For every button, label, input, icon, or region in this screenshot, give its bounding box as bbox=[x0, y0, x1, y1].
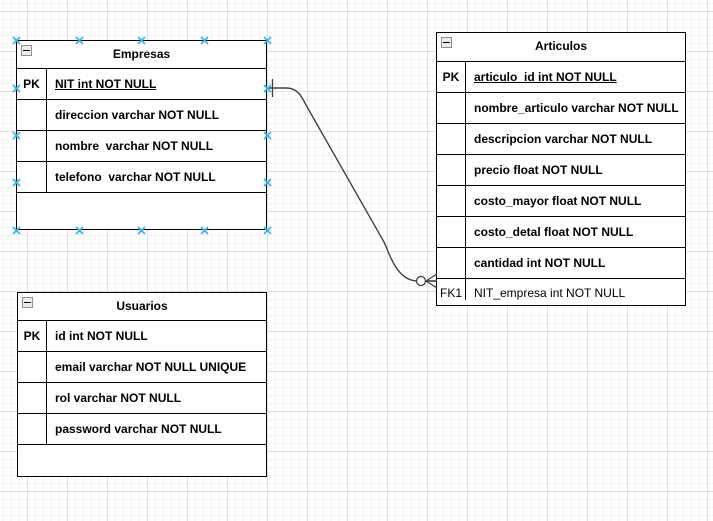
minus-glyph bbox=[443, 42, 450, 43]
connection-point-icon[interactable] bbox=[12, 131, 21, 140]
key-cell bbox=[18, 352, 47, 382]
key-cell bbox=[437, 186, 466, 216]
table-row[interactable]: email varchar NOT NULL UNIQUE bbox=[18, 352, 266, 383]
table-empty-area bbox=[18, 445, 266, 476]
connection-point-icon[interactable] bbox=[75, 36, 84, 45]
table-header-articulos[interactable]: Articulos bbox=[437, 33, 685, 62]
table-title: Articulos bbox=[534, 39, 587, 53]
column-cell: NIT int NOT NULL bbox=[55, 77, 157, 91]
key-cell bbox=[17, 162, 47, 192]
table-header-empresas[interactable]: Empresas bbox=[17, 41, 266, 69]
connection-point-icon[interactable] bbox=[200, 226, 209, 235]
column-cell: nombre varchar NOT NULL bbox=[55, 139, 214, 153]
key-cell bbox=[18, 414, 47, 444]
key-cell: PK bbox=[437, 62, 466, 92]
table-row[interactable]: PK articulo_id int NOT NULL bbox=[437, 62, 685, 93]
collapse-icon[interactable] bbox=[22, 297, 33, 308]
table-row[interactable]: costo_mayor float NOT NULL bbox=[437, 186, 685, 217]
connection-point-icon[interactable] bbox=[12, 178, 21, 187]
column-cell: id int NOT NULL bbox=[55, 329, 148, 343]
table-row[interactable]: rol varchar NOT NULL bbox=[18, 383, 266, 414]
column-cell: costo_detal float NOT NULL bbox=[474, 225, 634, 239]
table-title: Usuarios bbox=[116, 299, 168, 313]
column-cell: costo_mayor float NOT NULL bbox=[474, 194, 642, 208]
table-row[interactable]: nombre_articulo varchar NOT NULL bbox=[437, 93, 685, 124]
connection-point-icon[interactable] bbox=[263, 226, 272, 235]
key-cell: PK bbox=[17, 69, 47, 99]
connection-point-icon[interactable] bbox=[75, 226, 84, 235]
connection-point-icon[interactable] bbox=[12, 84, 21, 93]
minus-glyph bbox=[24, 302, 31, 303]
table-row[interactable]: telefono varchar NOT NULL bbox=[17, 162, 266, 193]
connection-point-icon[interactable] bbox=[137, 36, 146, 45]
connection-point-icon[interactable] bbox=[200, 36, 209, 45]
column-cell: rol varchar NOT NULL bbox=[55, 391, 182, 405]
column-cell: email varchar NOT NULL UNIQUE bbox=[55, 360, 247, 374]
column-cell: cantidad int NOT NULL bbox=[474, 256, 606, 270]
column-cell: articulo_id int NOT NULL bbox=[474, 70, 617, 84]
key-cell: FK1 bbox=[437, 279, 466, 300]
table-row[interactable]: costo_detal float NOT NULL bbox=[437, 217, 685, 248]
connection-point-icon[interactable] bbox=[137, 226, 146, 235]
key-cell bbox=[437, 155, 466, 185]
table-title: Empresas bbox=[112, 47, 171, 61]
edge-line[interactable] bbox=[267, 87, 437, 282]
table-row[interactable]: PK NIT int NOT NULL bbox=[17, 69, 266, 100]
table-header-usuarios[interactable]: Usuarios bbox=[18, 293, 266, 321]
column-cell: telefono varchar NOT NULL bbox=[55, 170, 216, 184]
collapse-icon[interactable] bbox=[441, 37, 452, 48]
table-row[interactable]: nombre varchar NOT NULL bbox=[17, 131, 266, 162]
key-cell bbox=[437, 217, 466, 247]
column-cell: direccion varchar NOT NULL bbox=[55, 108, 220, 122]
connection-point-icon[interactable] bbox=[263, 131, 272, 140]
key-cell bbox=[437, 248, 466, 278]
table-row[interactable]: password varchar NOT NULL bbox=[18, 414, 266, 445]
collapse-icon[interactable] bbox=[21, 45, 32, 56]
table-row[interactable]: FK1 NIT_empresa int NOT NULL bbox=[437, 279, 685, 315]
table-row[interactable]: direccion varchar NOT NULL bbox=[17, 100, 266, 131]
table-row[interactable]: precio float NOT NULL bbox=[437, 155, 685, 186]
column-cell: password varchar NOT NULL bbox=[55, 422, 222, 436]
key-cell bbox=[18, 383, 47, 413]
table-row[interactable]: PK id int NOT NULL bbox=[18, 321, 266, 352]
connection-point-icon[interactable] bbox=[263, 36, 272, 45]
column-cell: nombre_articulo varchar NOT NULL bbox=[474, 101, 679, 115]
connection-point-icon[interactable] bbox=[12, 226, 21, 235]
entity-table-empresas[interactable]: Empresas PK NIT int NOT NULL direccion v… bbox=[16, 40, 267, 230]
entity-table-usuarios[interactable]: Usuarios PK id int NOT NULL email varcha… bbox=[17, 292, 267, 477]
key-cell bbox=[17, 100, 47, 130]
table-empty-area bbox=[17, 193, 266, 229]
table-row[interactable]: descripcion varchar NOT NULL bbox=[437, 124, 685, 155]
minus-glyph bbox=[23, 50, 30, 51]
table-row[interactable]: cantidad int NOT NULL bbox=[437, 248, 685, 279]
key-cell bbox=[17, 131, 47, 161]
column-cell: NIT_empresa int NOT NULL bbox=[474, 286, 626, 300]
entity-table-articulos[interactable]: Articulos PK articulo_id int NOT NULL no… bbox=[436, 32, 686, 306]
key-cell: PK bbox=[18, 321, 47, 351]
connection-point-icon[interactable] bbox=[263, 84, 272, 93]
connection-point-icon[interactable] bbox=[263, 178, 272, 187]
cardinality-zero-circle-icon bbox=[415, 275, 427, 287]
connection-point-icon[interactable] bbox=[12, 36, 21, 45]
key-cell bbox=[437, 124, 466, 154]
column-cell: precio float NOT NULL bbox=[474, 163, 603, 177]
column-cell: descripcion varchar NOT NULL bbox=[474, 132, 653, 146]
key-cell bbox=[437, 93, 466, 123]
